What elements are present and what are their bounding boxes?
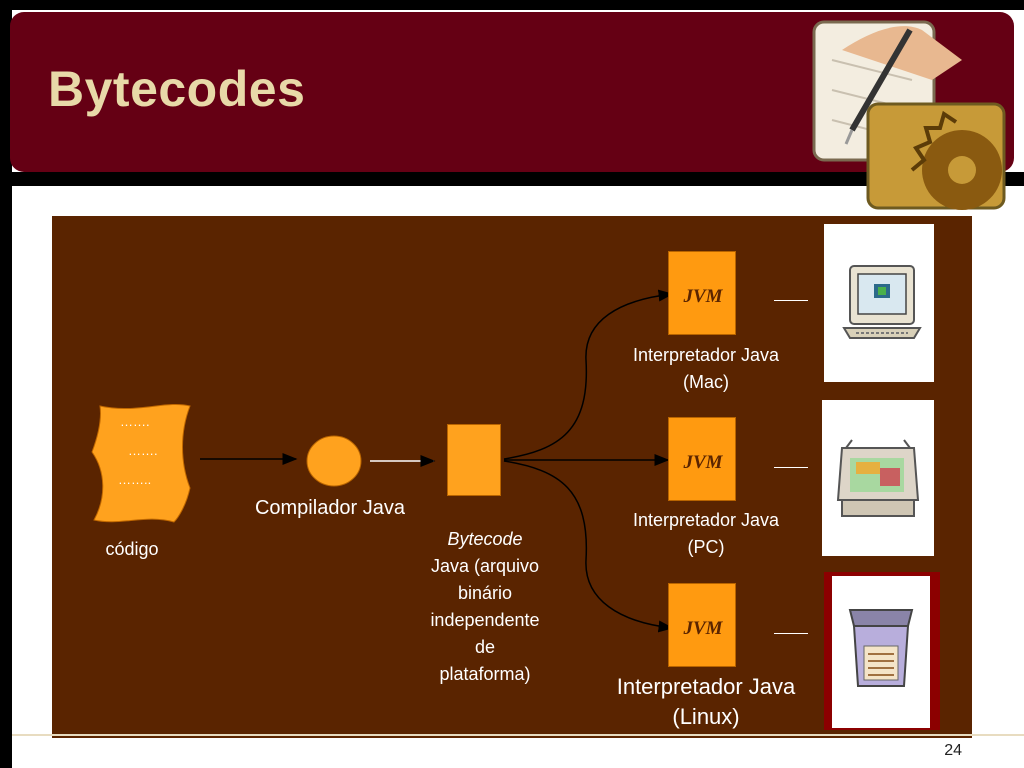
bytecode-label-line-4: independente — [430, 610, 540, 630]
footer-separator — [12, 734, 1024, 736]
pc-computer-icon — [836, 439, 920, 517]
bytecode-label-line-3: binário — [457, 583, 513, 603]
frame-top — [0, 0, 1024, 10]
linux-card — [832, 576, 930, 728]
jvm-pc-label-line-2: (PC) — [687, 537, 725, 557]
jvm-mac-label-line-2: (Mac) — [683, 372, 729, 392]
jvm-box-mac-label: JVM — [683, 286, 723, 307]
bytecode-label-line-2: Java (arquivo — [430, 556, 540, 576]
jvm-box-mac: JVM — [668, 251, 736, 335]
jvm-mac-dash — [774, 300, 808, 301]
mac-card — [824, 224, 934, 382]
bytecode-label-line-6: plataforma) — [439, 664, 531, 684]
jvm-linux-label-line-1: Interpretador Java — [616, 674, 796, 699]
bytecode-label-italic: Bytecode — [447, 529, 523, 549]
source-dots-line-2: ……. — [128, 443, 158, 458]
jvm-pc-label-line-1: Interpretador Java — [632, 510, 780, 530]
diagram-panel — [52, 216, 972, 738]
linux-computer-icon — [848, 609, 914, 687]
jvm-box-linux: JVM — [668, 583, 736, 667]
slide-title: Bytecodes — [48, 61, 306, 117]
compiler-circle — [306, 435, 362, 487]
jvm-pc-dash — [774, 467, 808, 468]
curve-to-linux — [503, 460, 674, 633]
jvm-mac-label-line-1: Interpretador Java — [632, 345, 780, 365]
jvm-linux-label-line-2: (Linux) — [672, 704, 740, 729]
jvm-linux-dash — [774, 633, 808, 634]
frame-left — [0, 0, 12, 768]
source-code-document-icon — [91, 403, 191, 523]
mac-computer-icon — [842, 265, 922, 339]
bytecode-label-line-5: de — [474, 637, 496, 657]
jvm-box-pc-label: JVM — [683, 452, 723, 473]
compiler-label: Compilador Java — [254, 497, 406, 519]
hand-gear-photo — [812, 20, 1006, 210]
source-label: código — [105, 539, 159, 559]
jvm-box-pc: JVM — [668, 417, 736, 501]
curve-to-mac — [503, 289, 674, 460]
jvm-box-linux-label: JVM — [683, 618, 723, 639]
source-dots-line-1: ……. — [120, 414, 150, 429]
bytecode-file-box — [447, 424, 501, 496]
source-dots-line-3: …….. — [118, 472, 152, 487]
header-shadow — [12, 172, 1024, 186]
page-number: 24 — [944, 742, 962, 759]
pc-card — [822, 400, 934, 556]
